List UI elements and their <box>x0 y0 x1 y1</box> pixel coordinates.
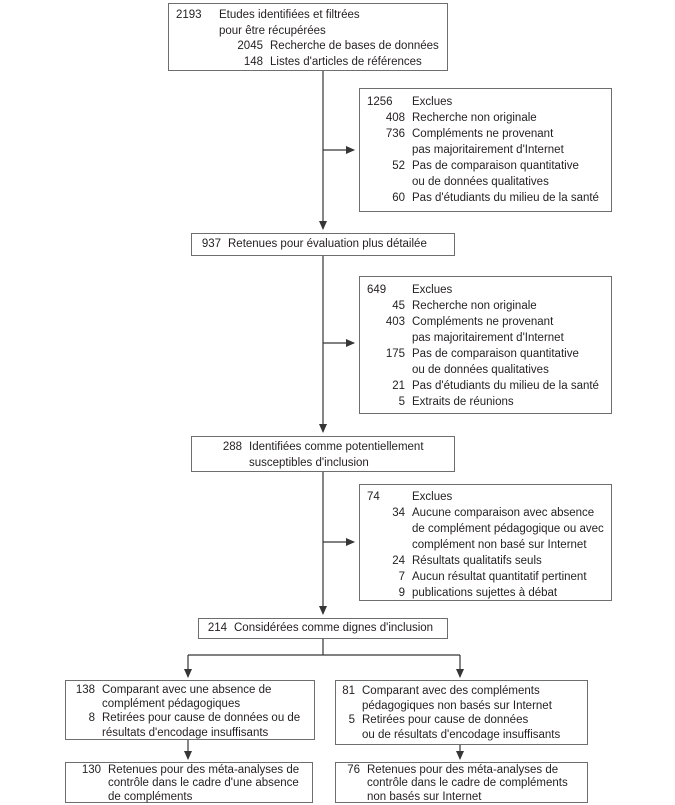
row-label: Listes d'articles de références <box>270 55 422 68</box>
flow-box-row: 736 Compléments ne provenant pas majorita… <box>367 126 607 158</box>
row-label: Retenues pour évaluation plus détailée <box>228 238 427 250</box>
count-value: 45 <box>392 300 405 312</box>
count-value: 138 <box>75 684 95 696</box>
count-value: 130 <box>81 764 101 776</box>
row-label: Exclues <box>412 491 453 503</box>
flow-box-row: 9 publications sujettes à débat <box>367 585 607 601</box>
box-excluded-after-evaluation: 649 Exclues 45 Recherche non originale 403 Co… <box>359 276 612 414</box>
row-label: Compléments ne provenant pas majoritaire… <box>412 128 564 156</box>
row-label: Exclues <box>412 284 453 296</box>
row-label: Identifiées comme potentiellement suscep… <box>249 441 424 469</box>
box-compare-non-internet-supplement: 81 Comparant avec des compléments pédagog… <box>335 680 588 745</box>
row-label: Compléments ne provenant pas majoritaire… <box>412 316 564 344</box>
box-excluded-before-inclusion: 74 Exclues 34 Aucune comparaison avec absen… <box>359 484 612 601</box>
count-value: 408 <box>385 112 405 124</box>
flow-box-row: 148 Listes d'articles de références <box>176 55 443 71</box>
box-meta-analyses-no-supplement: 130 Retenues pour des méta-analyses de co… <box>65 762 313 803</box>
count-value: 60 <box>392 192 405 204</box>
flow-box-row: 81 Comparant avec des compléments pédagog… <box>339 684 583 713</box>
count-value: 5 <box>348 714 355 727</box>
row-label: publications sujettes à débat <box>412 587 558 599</box>
row-label: Exclues <box>412 96 453 108</box>
row-label: Retenues pour des méta-analyses de contr… <box>108 764 300 803</box>
flow-box-row: 649 Exclues <box>367 282 607 298</box>
flow-box-row: 76 Retenues pour des méta-analyses de con… <box>344 764 583 804</box>
row-label: Comparant avec des compléments pédagogiq… <box>362 685 552 712</box>
count-value: 736 <box>385 128 405 140</box>
count-value: 7 <box>398 571 405 583</box>
row-label: Considérées comme dignes d'inclusion <box>234 622 434 634</box>
flow-box-row: 5 Retirées pour cause de données ou de ré… <box>339 713 583 742</box>
count-value: 403 <box>385 316 405 328</box>
box-identified-filtered-studies: 2193 Etudes identifiées et filtrées pour … <box>168 3 448 71</box>
count-value: 8 <box>88 712 95 725</box>
flow-box-row: 175 Pas de comparaison quantitative ou de… <box>367 346 607 378</box>
flow-box-row: 138 Comparant avec une absence de complém… <box>73 683 310 711</box>
row-label: Pas de comparaison quantitative ou de do… <box>412 160 579 188</box>
count-value: 5 <box>398 396 405 408</box>
flow-box-row: 214 Considérées comme dignes d'inclusion <box>205 620 443 636</box>
flow-box-row: 7 Aucun résultat quantitatif pertinent <box>367 569 607 585</box>
flow-box-row: 52 Pas de comparaison quantitative ou de … <box>367 158 607 190</box>
row-label: Recherche de bases de données <box>270 40 439 53</box>
flow-box-row: 45 Recherche non originale <box>367 298 607 314</box>
row-label: Retenues pour des méta-analyses de contr… <box>367 764 568 803</box>
count-value: 21 <box>392 380 405 392</box>
flow-box-row: 403 Compléments ne provenant pas majorita… <box>367 314 607 346</box>
flow-box-row: 21 Pas d'étudiants du milieu de la santé <box>367 378 607 394</box>
row-label: Pas de comparaison quantitative ou de do… <box>412 348 579 376</box>
count-value: 81 <box>342 685 355 697</box>
flow-box-row: 60 Pas d'étudiants du milieu de la santé <box>367 190 607 206</box>
count-value: 214 <box>207 622 227 634</box>
row-label: Recherche non originale <box>412 112 537 124</box>
count-value: 2045 <box>237 40 263 53</box>
row-label: Aucune comparaison avec absence de compl… <box>412 507 604 551</box>
row-label: Comparant avec une absence de complément… <box>102 684 272 711</box>
flow-box-row: 74 Exclues <box>367 489 607 505</box>
flow-box-row: 2045 Recherche de bases de données <box>176 39 443 55</box>
count-value: 2193 <box>176 9 202 21</box>
row-label: Etudes identifiées et filtrées pour être… <box>219 9 360 37</box>
count-value: 74 <box>367 491 380 503</box>
count-value: 1256 <box>367 96 393 108</box>
flow-box-row: 34 Aucune comparaison avec absence de com… <box>367 505 607 553</box>
box-meta-analyses-non-internet: 76 Retenues pour des méta-analyses de con… <box>335 762 588 803</box>
flow-box-row: 2193 Etudes identifiées et filtrées pour … <box>176 8 443 39</box>
flow-box-row: 5 Extraits de réunions <box>367 394 607 410</box>
row-label: Extraits de réunions <box>412 396 514 408</box>
row-label: Pas d'étudiants du milieu de la santé <box>412 192 599 204</box>
row-label: Aucun résultat quantitatif pertinent <box>412 571 587 583</box>
flow-box-row: 937 Retenues pour évaluation plus détailé… <box>199 236 450 252</box>
flow-box-row: 408 Recherche non originale <box>367 110 607 126</box>
count-value: 148 <box>243 55 263 68</box>
count-value: 52 <box>392 160 405 172</box>
count-value: 9 <box>398 587 405 599</box>
count-value: 288 <box>222 441 242 453</box>
box-compare-no-supplement: 138 Comparant avec une absence de complém… <box>65 680 315 740</box>
flow-box-row: 24 Résultats qualitatifs seuls <box>367 553 607 569</box>
row-label: Résultats qualitatifs seuls <box>412 555 542 567</box>
count-value: 649 <box>367 284 387 296</box>
count-value: 34 <box>392 507 405 519</box>
flow-box-row: 1256 Exclues <box>367 94 607 110</box>
count-value: 24 <box>392 555 405 567</box>
flow-box-row: 8 Retirées pour cause de données ou de ré… <box>73 711 310 739</box>
box-potentially-includable: 288 Identifiées comme potentiellement sus… <box>191 436 455 472</box>
flow-box-row: 288 Identifiées comme potentiellement sus… <box>216 439 450 471</box>
box-retained-detailed-evaluation: 937 Retenues pour évaluation plus détailé… <box>191 233 455 256</box>
box-excluded-initial: 1256 Exclues 408 Recherche non originale 736… <box>359 88 612 212</box>
row-label: Retirées pour cause de données ou de rés… <box>362 714 561 741</box>
box-worthy-of-inclusion: 214 Considérées comme dignes d'inclusion <box>198 618 448 639</box>
count-value: 937 <box>201 238 221 250</box>
flow-box-row: 130 Retenues pour des méta-analyses de co… <box>79 764 308 804</box>
row-label: Pas d'étudiants du milieu de la santé <box>412 380 599 392</box>
row-label: Recherche non originale <box>412 300 537 312</box>
row-label: Retirées pour cause de données ou de rés… <box>102 712 301 739</box>
count-value: 175 <box>385 348 405 360</box>
count-value: 76 <box>347 764 360 776</box>
